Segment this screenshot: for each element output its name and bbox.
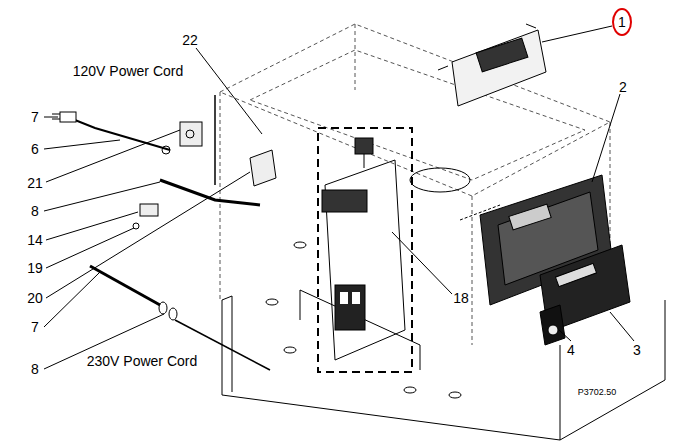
- callout-number: 7: [31, 110, 39, 124]
- callout-number: 22: [182, 33, 198, 47]
- callout-number: 2: [619, 80, 627, 94]
- callout-number: 18: [453, 291, 469, 305]
- cord-label: 230V Power Cord: [87, 354, 198, 368]
- callout-number: 21: [27, 176, 43, 190]
- callout-number: 20: [27, 291, 43, 305]
- callout-number: 14: [27, 233, 43, 247]
- callout-number: 8: [31, 362, 39, 376]
- callout-number: 1: [618, 15, 626, 29]
- part-code: P3702.50: [578, 388, 617, 397]
- callout-number: 6: [31, 142, 39, 156]
- callout-number: 7: [31, 320, 39, 334]
- callout-number: 19: [27, 261, 43, 275]
- callout-number: 4: [567, 343, 575, 357]
- callout-number: 3: [633, 343, 641, 357]
- callout-number: 8: [31, 204, 39, 218]
- cord-label: 120V Power Cord: [73, 64, 184, 78]
